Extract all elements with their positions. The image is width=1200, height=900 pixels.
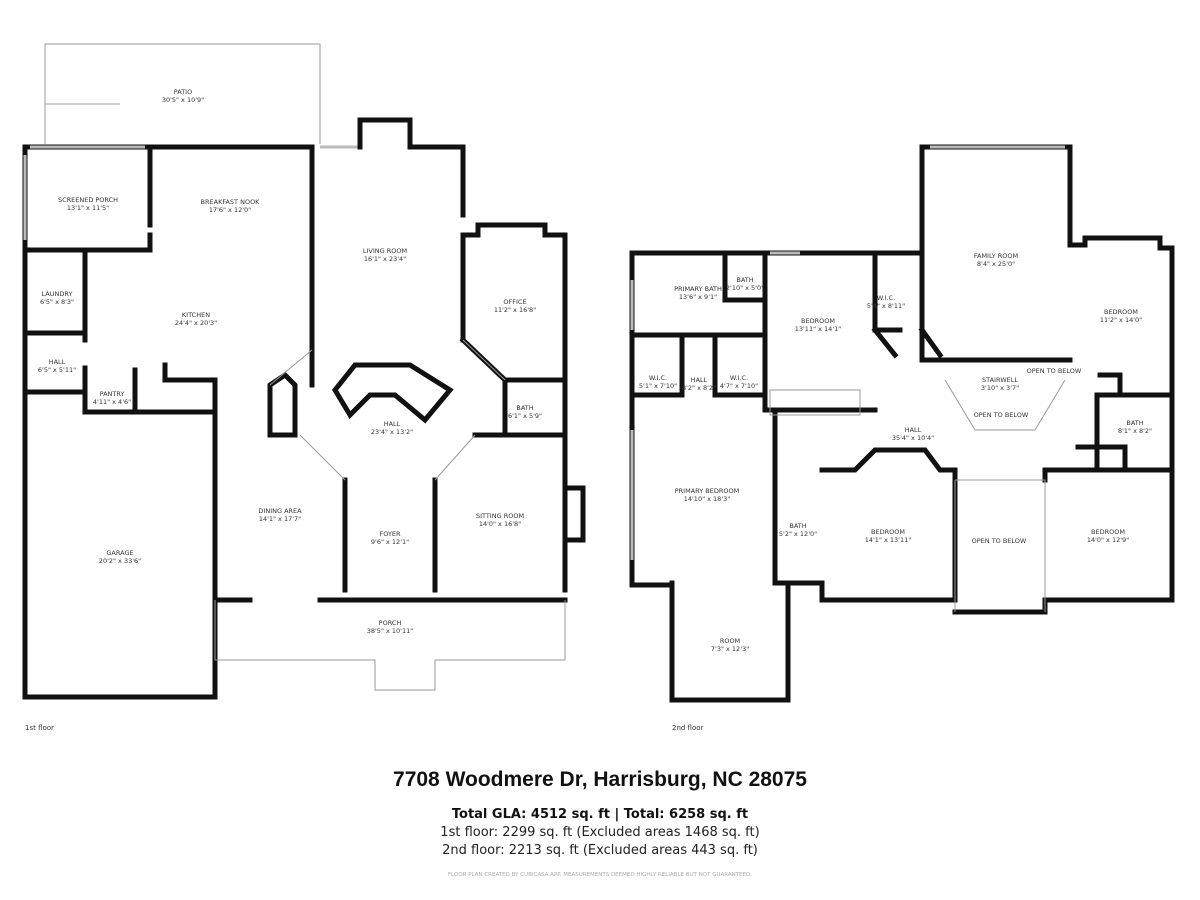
first-floor-area: 1st floor: 2299 sq. ft (Excluded areas 1… xyxy=(440,825,760,840)
room-label: OPEN TO BELOW xyxy=(972,537,1027,545)
room-label: W.I.C.4'7" x 7'10" xyxy=(720,374,758,390)
second-floor-area: 2nd floor: 2213 sq. ft (Excluded areas 4… xyxy=(442,843,758,858)
first-floor-walls xyxy=(22,43,586,700)
first-floor-label: 1st floor xyxy=(25,724,54,732)
room-label: OPEN TO BELOW xyxy=(974,411,1029,419)
second-floor-label: 2nd floor xyxy=(672,724,704,732)
room-label: W.I.C.5'1" x 7'10" xyxy=(639,374,677,390)
total-area: Total GLA: 4512 sq. ft | Total: 6258 sq.… xyxy=(451,807,749,822)
room-label: W.I.C.5'4" x 8'11" xyxy=(867,294,905,310)
credit-note: FLOOR PLAN CREATED BY CUBICASA APP. MEAS… xyxy=(447,872,753,878)
room-label: OPEN TO BELOW xyxy=(1027,367,1082,375)
second-floor-walls xyxy=(629,144,1175,703)
address-title: 7708 Woodmere Dr, Harrisburg, NC 28075 xyxy=(393,768,807,791)
